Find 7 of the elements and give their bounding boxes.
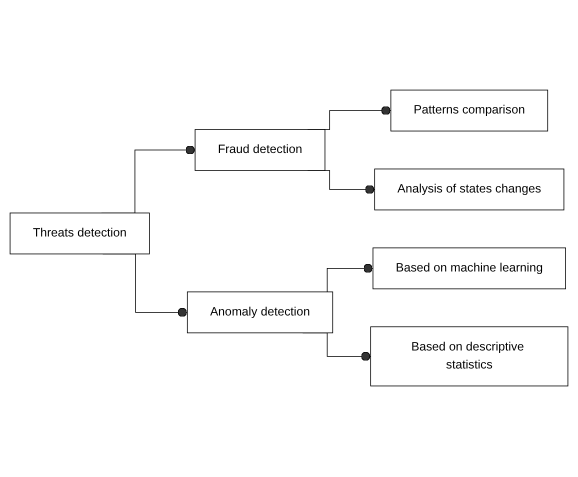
node-box: Based on machine learning (372, 248, 566, 290)
node-box: Fraud detection (194, 130, 326, 172)
node-box: Anomaly detection (186, 292, 334, 334)
node-box: Patterns comparison (390, 90, 548, 132)
node-box: Analysis of states changes (374, 169, 564, 211)
node-box: Threats detection (10, 213, 150, 255)
node-box: Based on descriptive statistics (370, 326, 568, 387)
